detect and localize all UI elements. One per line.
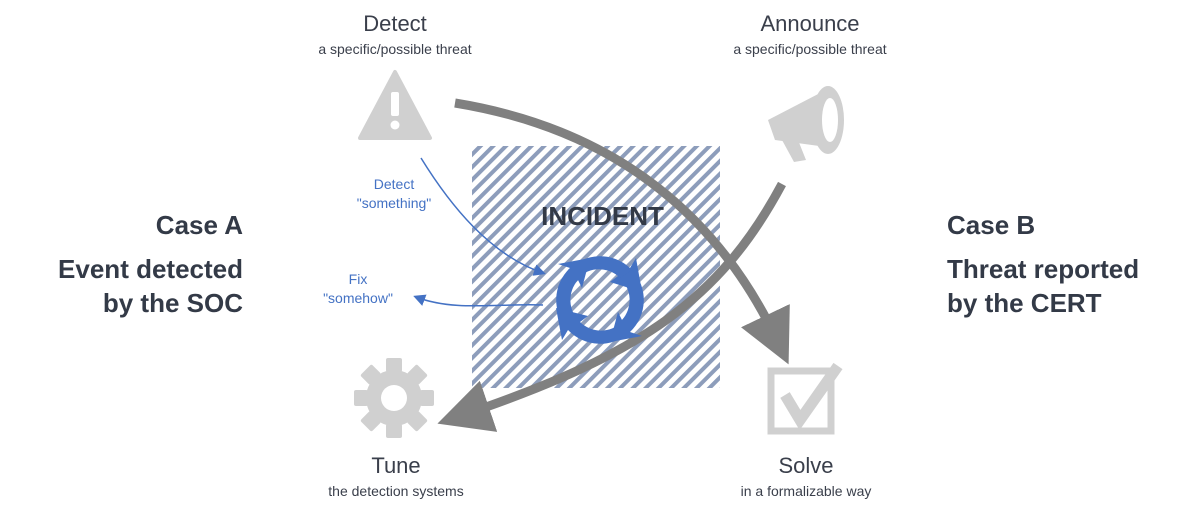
announce-to-tune-arrow xyxy=(437,181,786,432)
warning-triangle-icon xyxy=(358,70,432,140)
gear-icon xyxy=(354,358,434,438)
detect-something-line2: "something" xyxy=(356,195,432,211)
fix-somehow-line1: Fix xyxy=(348,271,368,287)
incident-label: INCIDENT xyxy=(541,201,664,231)
solve-title: Solve xyxy=(778,453,834,478)
fix-somehow-arrow xyxy=(413,294,544,307)
solve-subtitle: in a formalizable way xyxy=(740,483,872,499)
detect-something-line1: Detect xyxy=(373,176,415,192)
fix-somehow-line2: "somehow" xyxy=(323,290,393,306)
cycle-arrows-icon xyxy=(556,256,644,344)
fix-somehow-label: Fix "somehow" xyxy=(298,270,418,308)
case-a-desc-line2: by the SOC xyxy=(102,288,243,318)
case-a-desc-line1: Event detected xyxy=(58,254,243,284)
detect-something-label: Detect "something" xyxy=(334,175,454,213)
case-a-title: Case A xyxy=(155,210,243,240)
checkbox-icon xyxy=(767,362,843,435)
tune-title: Tune xyxy=(371,453,421,478)
detect-something-arrow xyxy=(420,157,546,276)
detect-title: Detect xyxy=(363,11,427,36)
case-b-title: Case B xyxy=(947,210,1036,240)
tune-subtitle: the detection systems xyxy=(328,483,464,499)
announce-title: Announce xyxy=(760,11,860,36)
case-b-desc-line1: Threat reported xyxy=(947,254,1140,284)
detect-to-solve-arrow xyxy=(454,98,790,365)
case-b-desc-line2: by the CERT xyxy=(947,288,1102,318)
detect-subtitle: a specific/possible threat xyxy=(318,41,472,57)
megaphone-icon xyxy=(768,86,844,162)
announce-subtitle: a specific/possible threat xyxy=(733,41,887,57)
